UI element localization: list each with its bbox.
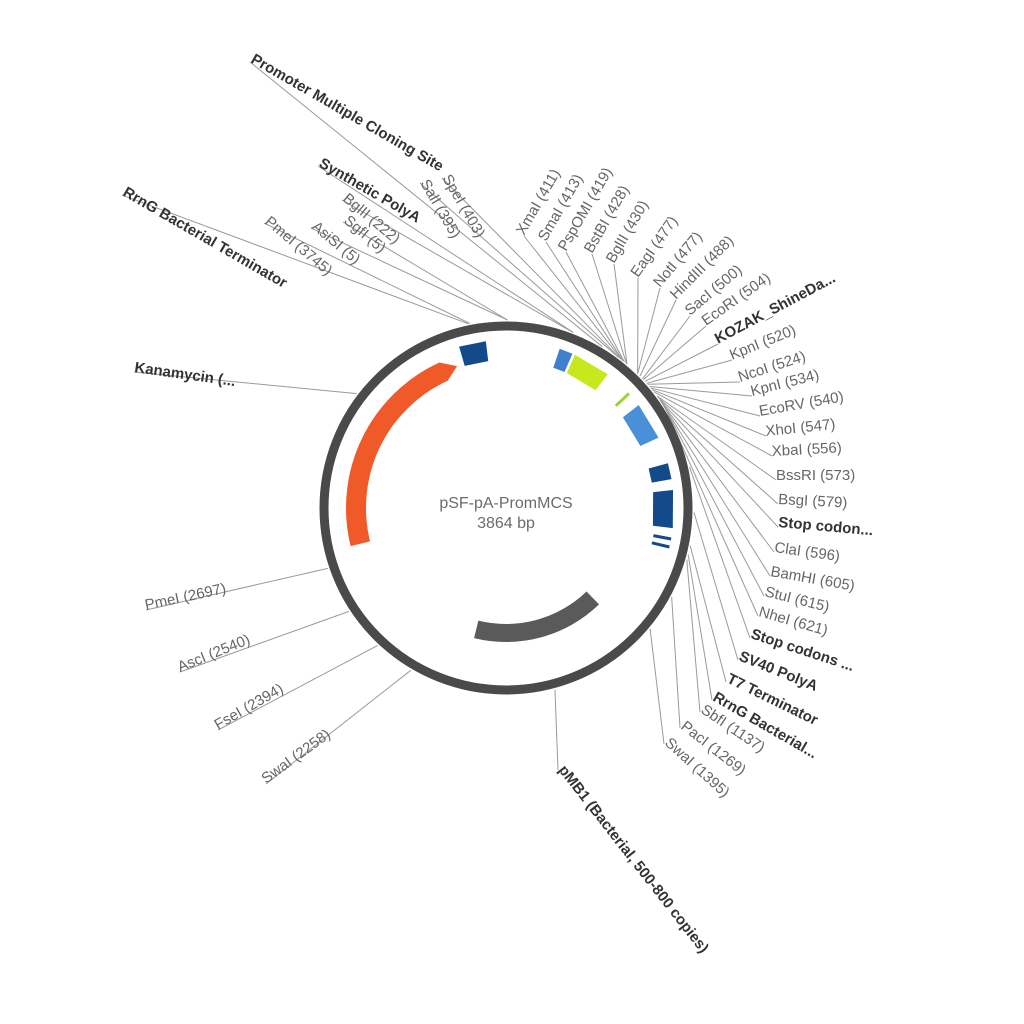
leader-line <box>688 466 751 639</box>
leader-line <box>591 253 628 364</box>
leader-line <box>419 182 619 358</box>
leader-line <box>441 177 621 360</box>
leader-line <box>179 610 350 673</box>
leader-line <box>613 263 628 365</box>
leader-line <box>647 381 741 385</box>
leader-line <box>341 199 573 333</box>
feature-stop1 <box>622 404 659 446</box>
leader-line <box>523 235 623 361</box>
leader-line <box>217 644 378 731</box>
map-label: XbaI (556) <box>771 439 842 460</box>
leader-line <box>639 299 677 377</box>
leader-line <box>662 403 771 577</box>
feature-rrng-left <box>459 341 489 366</box>
map-label: PmeI (2697) <box>143 580 227 614</box>
leader-line <box>646 359 733 384</box>
leader-lines <box>121 61 779 785</box>
feature-stop2 <box>648 463 672 483</box>
leader-line <box>686 559 701 713</box>
leader-line <box>659 399 779 528</box>
map-label: ClaI (596) <box>773 539 841 565</box>
feature-kanamycin <box>346 362 458 547</box>
leader-line <box>660 401 775 553</box>
feature-rrng-right <box>651 541 670 549</box>
leader-line <box>650 387 761 417</box>
leader-line <box>637 287 661 374</box>
map-label: BssRI (573) <box>776 467 855 484</box>
leader-line <box>317 165 574 333</box>
plasmid-size: 3864 bp <box>477 515 535 532</box>
leader-line <box>249 61 603 347</box>
leader-line <box>689 545 727 683</box>
map-label: Stop codon... <box>778 514 874 539</box>
leader-line <box>554 689 559 771</box>
map-label: pMB1 (Bacterial, 500-800 copies) <box>555 762 712 956</box>
leader-line <box>310 227 508 321</box>
leader-line <box>657 396 779 505</box>
leader-line <box>145 567 329 611</box>
leader-line <box>265 669 412 785</box>
feature-shine <box>614 392 630 407</box>
plasmid-backbone <box>319 321 693 695</box>
leader-line <box>653 391 773 457</box>
map-label: RrnG Bacterial Terminator <box>120 184 290 292</box>
leader-line <box>565 251 625 363</box>
leader-line <box>133 371 357 395</box>
plasmid-name: pSF-pA-PromMCS <box>439 495 572 512</box>
feature-t7 <box>653 534 672 541</box>
map-label: FseI (2394) <box>212 680 287 733</box>
leader-line <box>121 194 469 325</box>
map-label: Kanamycin (... <box>133 359 236 390</box>
feature-promoter-mcs <box>566 354 608 391</box>
feature-pmb1 <box>474 591 600 642</box>
leader-line <box>342 221 508 321</box>
leader-line <box>656 395 777 481</box>
plasmid-features <box>346 341 674 642</box>
map-label: BsgI (579) <box>778 491 848 512</box>
leader-line <box>693 512 739 661</box>
leader-line <box>643 325 707 381</box>
feature-sv40 <box>652 490 674 529</box>
leader-line <box>644 343 719 382</box>
leader-line <box>642 315 691 380</box>
leader-line <box>671 596 681 729</box>
map-label: AscI (2540) <box>175 631 252 675</box>
leader-line <box>649 386 753 397</box>
map-label: SwaI (2258) <box>258 726 333 787</box>
map-label: XhoI (547) <box>765 416 836 440</box>
map-label: Promoter Multiple Cloning Site <box>248 51 446 175</box>
leader-line <box>663 406 765 597</box>
leader-line <box>649 628 665 745</box>
leader-line <box>545 241 624 362</box>
leader-line <box>651 389 767 437</box>
leader-line <box>687 554 713 701</box>
feature-synthetic-polya <box>553 348 573 373</box>
leader-line <box>263 222 471 324</box>
